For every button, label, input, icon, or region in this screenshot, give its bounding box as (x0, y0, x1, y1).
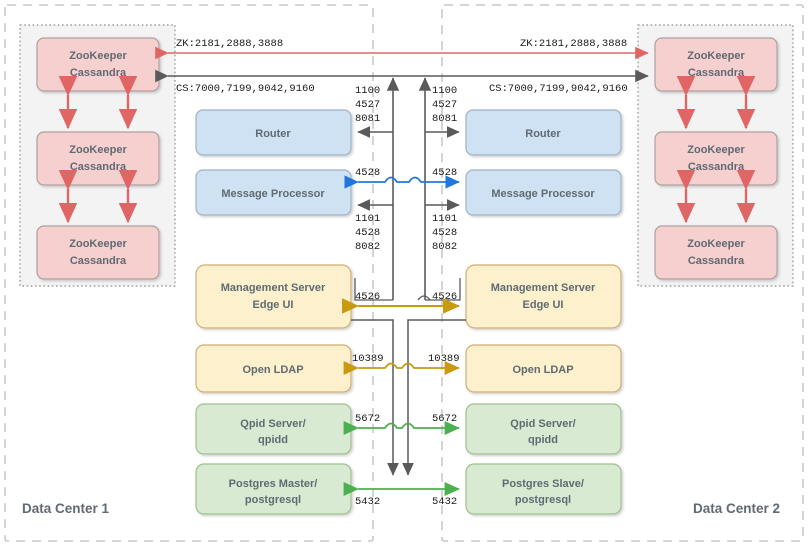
datacenter-1-label: Data Center 1 (22, 501, 110, 516)
router-left[interactable]: Router (195, 109, 352, 156)
qpid-port-right: 5672 (432, 413, 457, 425)
zk-node-dc1-2[interactable]: ZooKeeper Cassandra (36, 131, 160, 186)
zk-node-line1: ZooKeeper (687, 238, 745, 250)
zk-dc1-intralinks (58, 75, 138, 224)
open-ldap-right-label: Open LDAP (512, 364, 573, 376)
mp-left-port3: 8082 (355, 241, 380, 253)
postgres-port-left: 5432 (355, 496, 380, 508)
qpid-server-left-line2: qpidd (258, 434, 288, 446)
zk-node-line1: ZooKeeper (687, 144, 745, 156)
qpid-server-right-line2: qpidd (528, 434, 558, 446)
message-processor-left[interactable]: Message Processor (195, 169, 352, 216)
message-processor-right-label: Message Processor (491, 188, 595, 200)
mp-right-port3: 8082 (432, 241, 457, 253)
qpid-server-right-line1: Qpid Server/ (510, 418, 575, 430)
message-processor-left-label: Message Processor (221, 188, 325, 200)
postgres-slave-right-line2: postgresql (515, 494, 571, 506)
mp-right-port1: 1101 (432, 213, 457, 225)
zk-node-line1: ZooKeeper (687, 50, 745, 62)
ms-port-left: 4526 (355, 291, 380, 303)
zk-node-line2: Cassandra (70, 161, 127, 173)
zk-node-line2: Cassandra (70, 67, 127, 79)
qpid-server-left[interactable]: Qpid Server/ qpidd (195, 403, 352, 455)
mp-right-port2: 4528 (432, 227, 457, 239)
zk-node-dc1-3[interactable]: ZooKeeper Cassandra (36, 225, 160, 280)
zk-node-line1: ZooKeeper (69, 50, 127, 62)
qpid-server-left-line1: Qpid Server/ (240, 418, 305, 430)
zk-ports-left-label: ZK:2181,2888,3888 (176, 38, 283, 50)
management-server-right-line1: Management Server (491, 282, 596, 294)
ms-port-right: 4526 (432, 291, 457, 303)
management-server-right-line2: Edge UI (523, 299, 564, 311)
ldap-port-right: 10389 (428, 353, 460, 365)
message-processor-right[interactable]: Message Processor (465, 169, 622, 216)
router-left-port3: 8081 (355, 113, 380, 125)
ldap-port-left: 10389 (352, 353, 384, 365)
postgres-port-right: 5432 (432, 496, 457, 508)
qpid-port-left: 5672 (355, 413, 380, 425)
zk-node-line2: Cassandra (70, 255, 127, 267)
postgres-master-left-line2: postgresql (245, 494, 301, 506)
zk-node-line2: Cassandra (688, 255, 745, 267)
router-right-port2: 4527 (432, 99, 457, 111)
datacenter-2-label: Data Center 2 (693, 501, 780, 516)
postgres-slave-right[interactable]: Postgres Slave/ postgresql (465, 463, 622, 515)
router-right[interactable]: Router (465, 109, 622, 156)
zk-node-dc2-2[interactable]: ZooKeeper Cassandra (654, 131, 778, 186)
open-ldap-left-label: Open LDAP (242, 364, 303, 376)
zk-ports-right-label: ZK:2181,2888,3888 (520, 38, 627, 50)
zk-node-line1: ZooKeeper (69, 238, 127, 250)
cs-ports-right-label: CS:7000,7199,9042,9160 (489, 83, 628, 95)
ldap-crossdc-link (343, 360, 460, 376)
zk-node-line2: Cassandra (688, 161, 745, 173)
qpid-crossdc-link (343, 420, 460, 436)
postgres-slave-right-line1: Postgres Slave/ (502, 478, 584, 490)
router-right-port3: 8081 (432, 113, 457, 125)
zk-node-dc1-1[interactable]: ZooKeeper Cassandra (36, 37, 160, 92)
mp-port-in-left: 4528 (355, 167, 380, 179)
open-ldap-left[interactable]: Open LDAP (195, 344, 352, 393)
router-left-port1: 1100 (355, 85, 380, 97)
zk-node-line1: ZooKeeper (69, 144, 127, 156)
open-ldap-right[interactable]: Open LDAP (465, 344, 622, 393)
postgres-master-left-line1: Postgres Master/ (229, 478, 318, 490)
management-server-left[interactable]: Management Server Edge UI (195, 264, 352, 329)
cs-ports-left-label: CS:7000,7199,9042,9160 (176, 83, 315, 95)
mp-crossdc-link (344, 175, 460, 189)
ms-right-descender (402, 319, 466, 476)
zk-node-line2: Cassandra (688, 67, 745, 79)
router-left-label: Router (255, 128, 291, 140)
qpid-server-right[interactable]: Qpid Server/ qpidd (465, 403, 622, 455)
postgres-master-left[interactable]: Postgres Master/ postgresql (195, 463, 352, 515)
zk-node-dc2-1[interactable]: ZooKeeper Cassandra (654, 37, 778, 92)
zk-dc2-intralinks (676, 75, 756, 224)
management-server-right[interactable]: Management Server Edge UI (465, 264, 622, 329)
datacenter-1-boundary (4, 4, 374, 542)
mp-port-in-right: 4528 (432, 167, 457, 179)
ms-left-descender (351, 319, 399, 476)
management-server-left-line1: Management Server (221, 282, 326, 294)
router-left-port2: 4527 (355, 99, 380, 111)
mp-left-port1: 1101 (355, 213, 380, 225)
management-server-left-line2: Edge UI (253, 299, 294, 311)
zk-node-dc2-3[interactable]: ZooKeeper Cassandra (654, 225, 778, 280)
router-right-port1: 1100 (432, 85, 457, 97)
router-right-label: Router (525, 128, 561, 140)
mp-left-port2: 4528 (355, 227, 380, 239)
datacenter-2-boundary (441, 4, 804, 542)
